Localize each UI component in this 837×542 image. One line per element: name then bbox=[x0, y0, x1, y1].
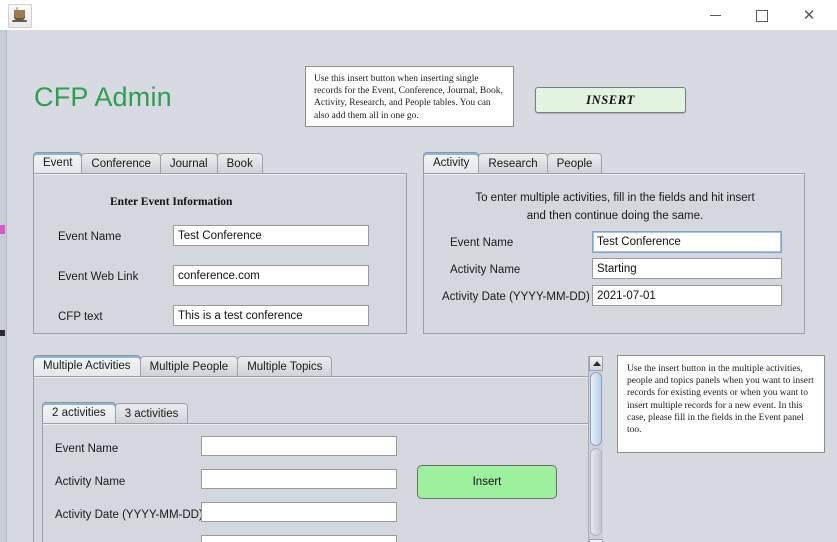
tab-multiple-activities[interactable]: Multiple Activities bbox=[33, 355, 141, 377]
maximize-button[interactable] bbox=[739, 0, 785, 30]
multi-activity-date-1-input[interactable] bbox=[201, 502, 397, 522]
cfp-text-label: CFP text bbox=[58, 311, 103, 323]
activity-event-name-label: Event Name bbox=[450, 237, 514, 249]
activity-date-input[interactable] bbox=[592, 285, 782, 306]
tab-3-activities[interactable]: 3 activities bbox=[114, 403, 189, 424]
multiple-outer-tabstrip: Multiple Activities Multiple People Mult… bbox=[33, 355, 333, 377]
insert-button-multiple[interactable]: Insert bbox=[417, 465, 557, 499]
tab-multiple-people[interactable]: Multiple People bbox=[139, 356, 239, 377]
tab-journal[interactable]: Journal bbox=[159, 153, 218, 174]
tab-activity[interactable]: Activity bbox=[423, 152, 480, 174]
minimize-button[interactable] bbox=[692, 0, 738, 30]
event-web-link-label: Event Web Link bbox=[58, 271, 139, 283]
event-tab-body: Enter Event Information Event Name Event… bbox=[33, 173, 407, 334]
scrollbar-track[interactable] bbox=[590, 448, 602, 536]
java-cup-icon bbox=[8, 4, 32, 28]
activity-tab-panel: Activity Research People To enter multip… bbox=[423, 152, 805, 334]
multi-activity-name-1-input[interactable] bbox=[201, 469, 397, 489]
multiple-panel-scrollbar[interactable] bbox=[588, 356, 603, 542]
event-name-label: Event Name bbox=[58, 231, 122, 243]
activity-event-name-input[interactable] bbox=[592, 231, 782, 253]
multi-event-name-input[interactable] bbox=[201, 436, 397, 456]
scrollbar-thumb[interactable] bbox=[590, 372, 602, 446]
tab-event[interactable]: Event bbox=[33, 152, 83, 174]
event-web-link-input[interactable] bbox=[173, 265, 369, 286]
window-left-edge bbox=[0, 30, 7, 542]
multiple-tab-panel: Multiple Activities Multiple People Mult… bbox=[33, 355, 603, 542]
scroll-up-button[interactable] bbox=[589, 356, 603, 371]
page-title: CFP Admin bbox=[34, 82, 172, 112]
event-tabstrip: Event Conference Journal Book bbox=[33, 152, 263, 174]
activity-name-input[interactable] bbox=[592, 258, 782, 279]
icon-steam bbox=[16, 7, 18, 11]
activity-tabstrip: Activity Research People bbox=[423, 152, 603, 174]
multiple-outer-tab-body: 2 activities 3 activities Event Name Act… bbox=[33, 376, 603, 542]
multiple-insert-instructions-note: Use the insert button in the multiple ac… bbox=[617, 355, 825, 453]
insert-button-main[interactable]: INSERT bbox=[535, 87, 686, 113]
client-area: CFP Admin Use this insert button when in… bbox=[0, 30, 837, 542]
icon-cup bbox=[14, 10, 25, 20]
activity-tab-body: To enter multiple activities, fill in th… bbox=[423, 173, 805, 334]
event-tab-panel: Event Conference Journal Book Enter Even… bbox=[33, 152, 407, 334]
chevron-up-icon bbox=[593, 361, 601, 366]
multi-event-name-label: Event Name bbox=[55, 443, 119, 455]
scroll-down-button[interactable] bbox=[589, 539, 603, 542]
edge-artifact-magenta bbox=[0, 225, 5, 234]
tab-multiple-topics[interactable]: Multiple Topics bbox=[237, 356, 333, 377]
cfp-text-input[interactable] bbox=[173, 305, 369, 326]
tab-research[interactable]: Research bbox=[478, 153, 548, 174]
edge-artifact-dark bbox=[0, 330, 5, 336]
close-icon: ✕ bbox=[802, 6, 816, 24]
activity-name-label: Activity Name bbox=[450, 264, 521, 276]
multi-activity-name-2-input[interactable] bbox=[201, 535, 397, 542]
title-bar: ✕ bbox=[0, 0, 837, 31]
multi-activity-name-1-label: Activity Name bbox=[55, 476, 126, 488]
event-name-input[interactable] bbox=[173, 225, 369, 246]
activities-count-tabstrip: 2 activities 3 activities bbox=[42, 402, 189, 424]
event-section-heading: Enter Event Information bbox=[110, 196, 233, 208]
activity-date-label: Activity Date (YYYY-MM-DD) bbox=[442, 291, 590, 303]
activity-note-line-1: To enter multiple activities, fill in th… bbox=[475, 192, 755, 204]
maximize-icon bbox=[756, 9, 768, 22]
icon-saucer bbox=[12, 20, 27, 22]
close-button[interactable]: ✕ bbox=[786, 0, 832, 30]
tab-conference[interactable]: Conference bbox=[81, 153, 161, 174]
multi-activity-date-1-label: Activity Date (YYYY-MM-DD) bbox=[55, 509, 203, 521]
activity-note-line-2: and then continue doing the same. bbox=[526, 210, 704, 222]
insert-instructions-note: Use this insert button when inserting si… bbox=[305, 66, 514, 127]
tab-book[interactable]: Book bbox=[216, 153, 263, 174]
tab-2-activities[interactable]: 2 activities bbox=[42, 402, 116, 424]
minimize-icon bbox=[709, 15, 721, 17]
tab-people[interactable]: People bbox=[546, 153, 603, 174]
